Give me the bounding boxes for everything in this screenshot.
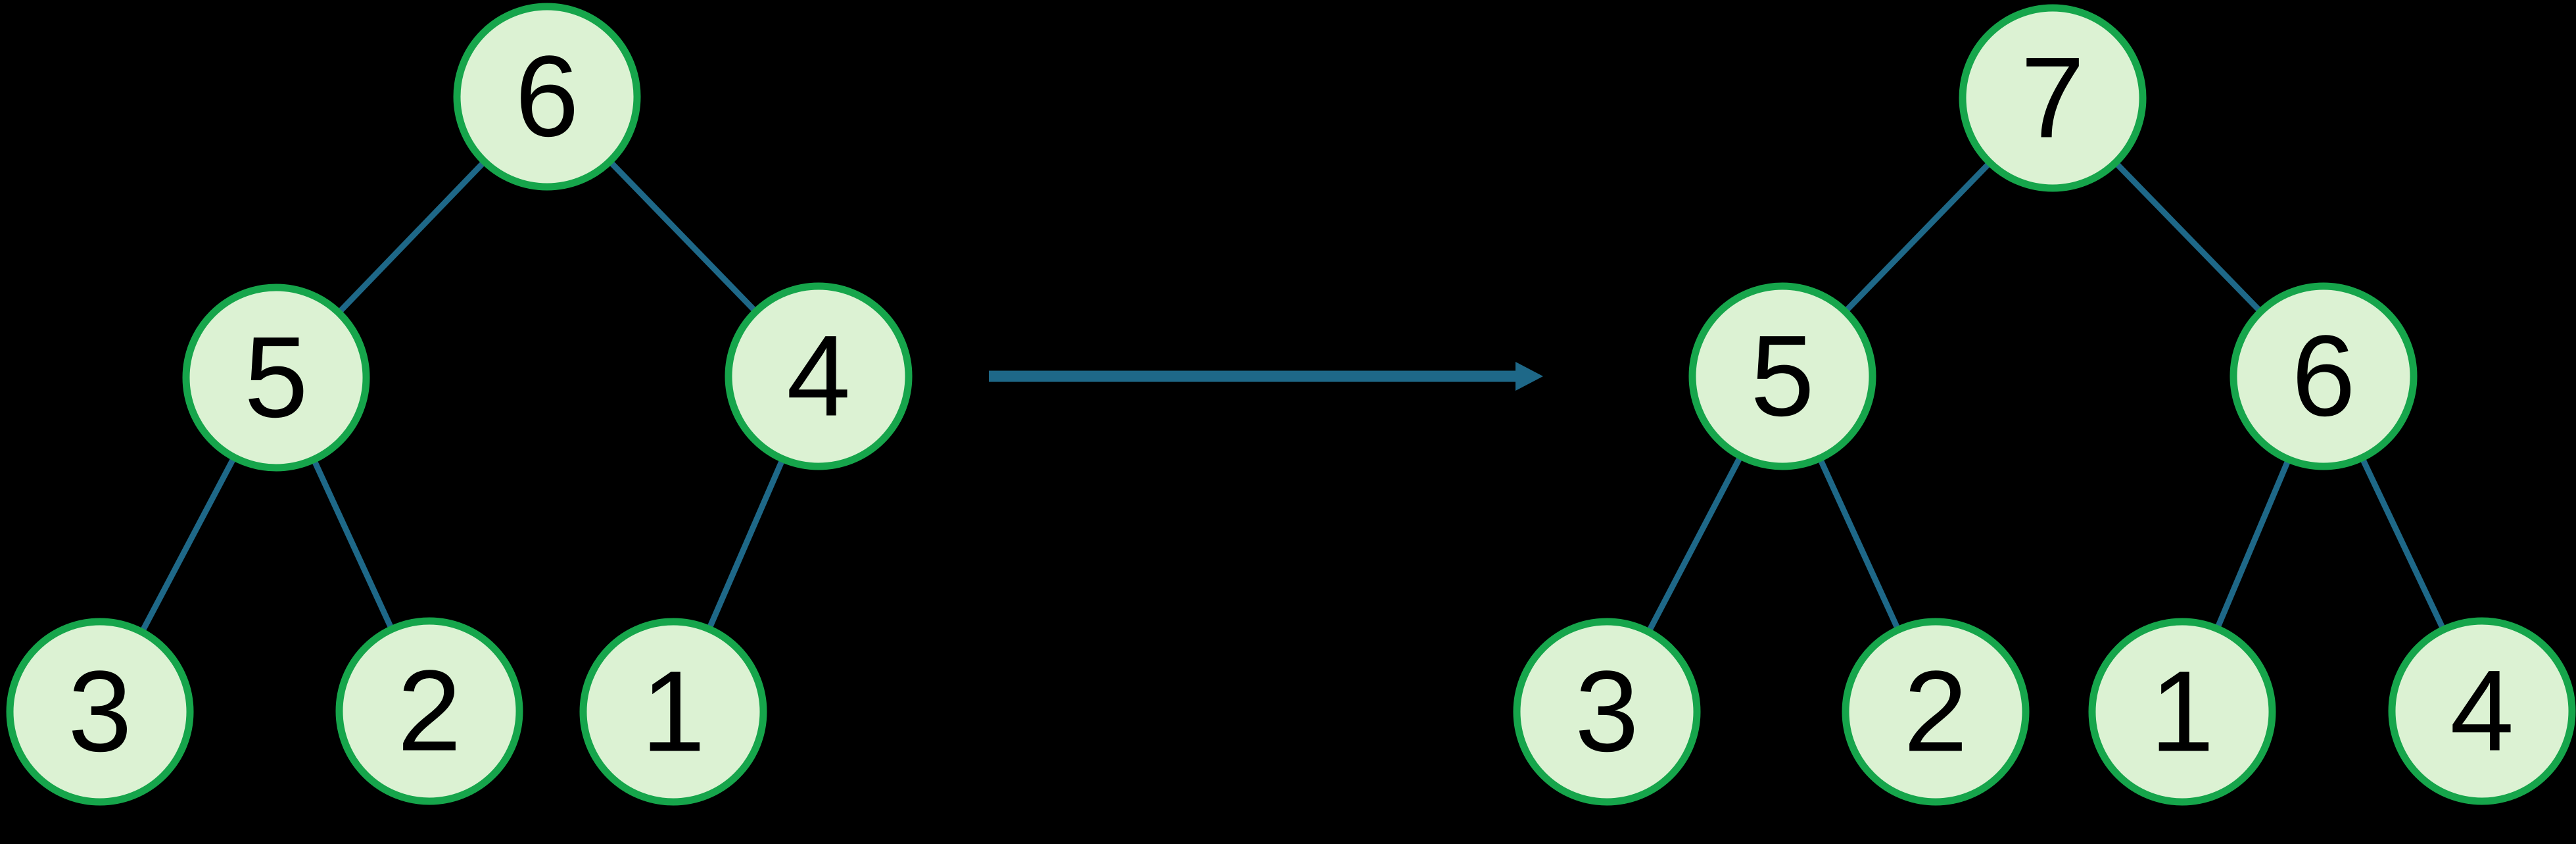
node-circle	[2230, 282, 2418, 470]
node-circle	[182, 284, 370, 472]
transform-arrow-icon	[989, 362, 1543, 391]
tree-node: 4	[2388, 617, 2576, 805]
node-circle	[335, 617, 523, 805]
tree-node: 1	[579, 618, 767, 806]
node-circle	[1688, 282, 1876, 470]
tree-node: 2	[335, 617, 523, 805]
node-circle	[1513, 618, 1701, 806]
node-label: 2	[397, 647, 461, 776]
tree-node: 6	[2230, 282, 2418, 470]
tree-node: 3	[6, 618, 194, 806]
node-label: 6	[2291, 312, 2355, 441]
node-label: 7	[2020, 34, 2084, 162]
node-label: 6	[515, 33, 579, 161]
node-label: 5	[244, 314, 308, 442]
node-label: 1	[2150, 648, 2214, 776]
node-label: 2	[1903, 648, 1967, 776]
tree-node: 4	[725, 282, 913, 470]
tree-after: 7 5 6 3 2 1 4	[1513, 4, 2576, 806]
node-label: 3	[68, 648, 131, 776]
tree-before: 6 5 4 3 2 1	[6, 3, 913, 806]
node-circle	[453, 3, 641, 191]
node-circle	[1842, 618, 2030, 806]
node-label: 5	[1750, 312, 1814, 441]
tree-node: 6	[453, 3, 641, 191]
tree-node: 2	[1842, 618, 2030, 806]
tree-node: 7	[1959, 4, 2147, 192]
node-circle	[725, 282, 913, 470]
node-label: 4	[786, 312, 850, 441]
tree-node: 3	[1513, 618, 1701, 806]
tree-node: 5	[1688, 282, 1876, 470]
tree-node: 1	[2088, 618, 2276, 806]
tree-node: 5	[182, 284, 370, 472]
node-label: 1	[641, 648, 705, 776]
node-label: 3	[1575, 648, 1638, 776]
node-circle	[2388, 617, 2576, 805]
node-label: 4	[2450, 647, 2514, 776]
node-circle	[6, 618, 194, 806]
node-circle	[2088, 618, 2276, 806]
node-circle	[1959, 4, 2147, 192]
node-circle	[579, 618, 767, 806]
